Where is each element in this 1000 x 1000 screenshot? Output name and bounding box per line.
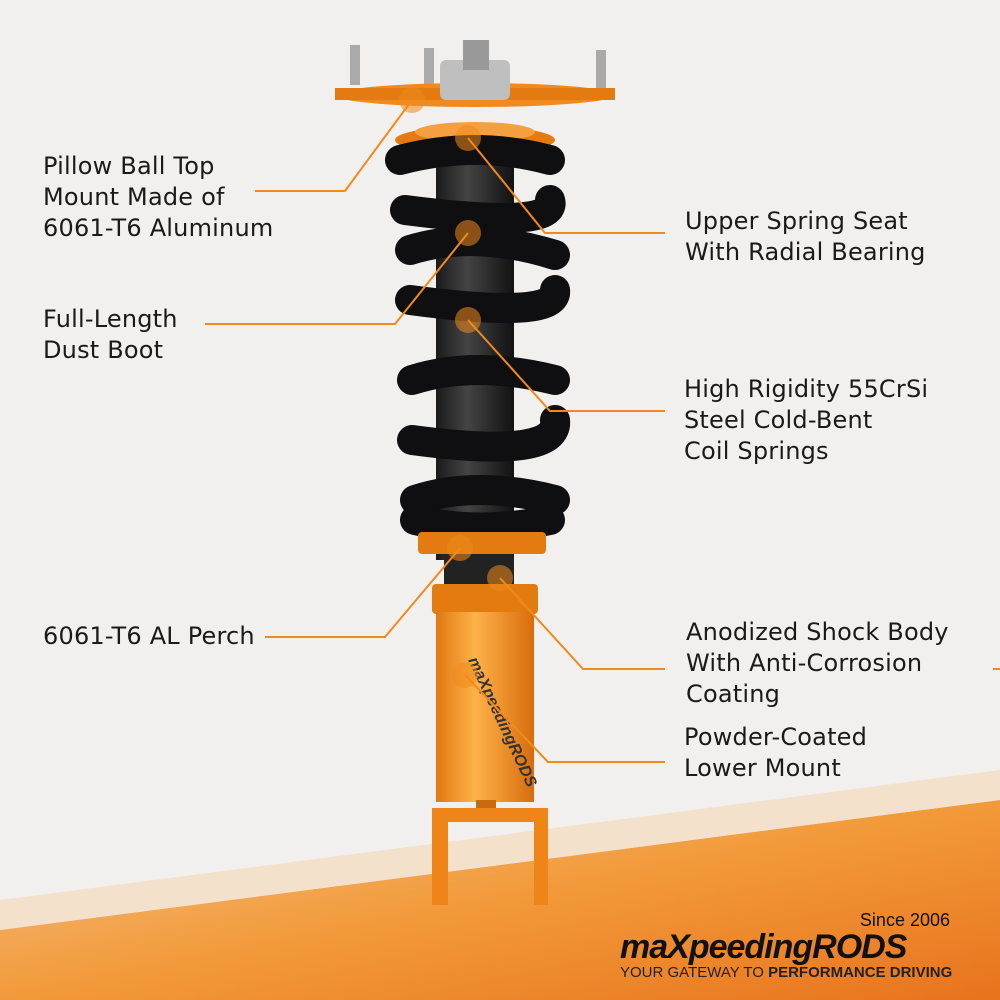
callout-upper-spring-seat: Upper Spring Seat With Radial Bearing bbox=[685, 207, 926, 266]
spring-perch bbox=[418, 532, 546, 554]
lower-mount bbox=[432, 808, 548, 905]
tagline-bold: PERFORMANCE DRIVING bbox=[768, 964, 953, 981]
callout-dots bbox=[399, 87, 513, 688]
tagline: YOUR GATEWAY TO PERFORMANCE DRIVING bbox=[620, 964, 952, 981]
callout-shock-body: Anodized Shock Body With Anti-Corrosion … bbox=[686, 618, 949, 708]
tagline-light: YOUR GATEWAY TO bbox=[620, 964, 769, 981]
brand-name: maXpeedingRODS bbox=[620, 928, 907, 966]
since-text: Since 2006 bbox=[859, 910, 950, 930]
floor-background bbox=[0, 800, 1000, 1000]
coil-spring bbox=[385, 135, 571, 543]
callout-pillow-ball-top-mount: Pillow Ball Top Mount Made of 6061-T6 Al… bbox=[43, 152, 274, 242]
callout-lower-mount: Powder-Coated Lower Mount bbox=[684, 723, 868, 782]
callout-coil-springs: High Rigidity 55CrSi Steel Cold-Bent Coi… bbox=[684, 375, 929, 465]
callout-dust-boot: Full-Length Dust Boot bbox=[43, 305, 178, 364]
lock-ring bbox=[432, 584, 538, 614]
shock-body bbox=[436, 612, 534, 802]
callout-perch: 6061-T6 AL Perch bbox=[43, 622, 255, 650]
leader-lines bbox=[205, 99, 1000, 763]
